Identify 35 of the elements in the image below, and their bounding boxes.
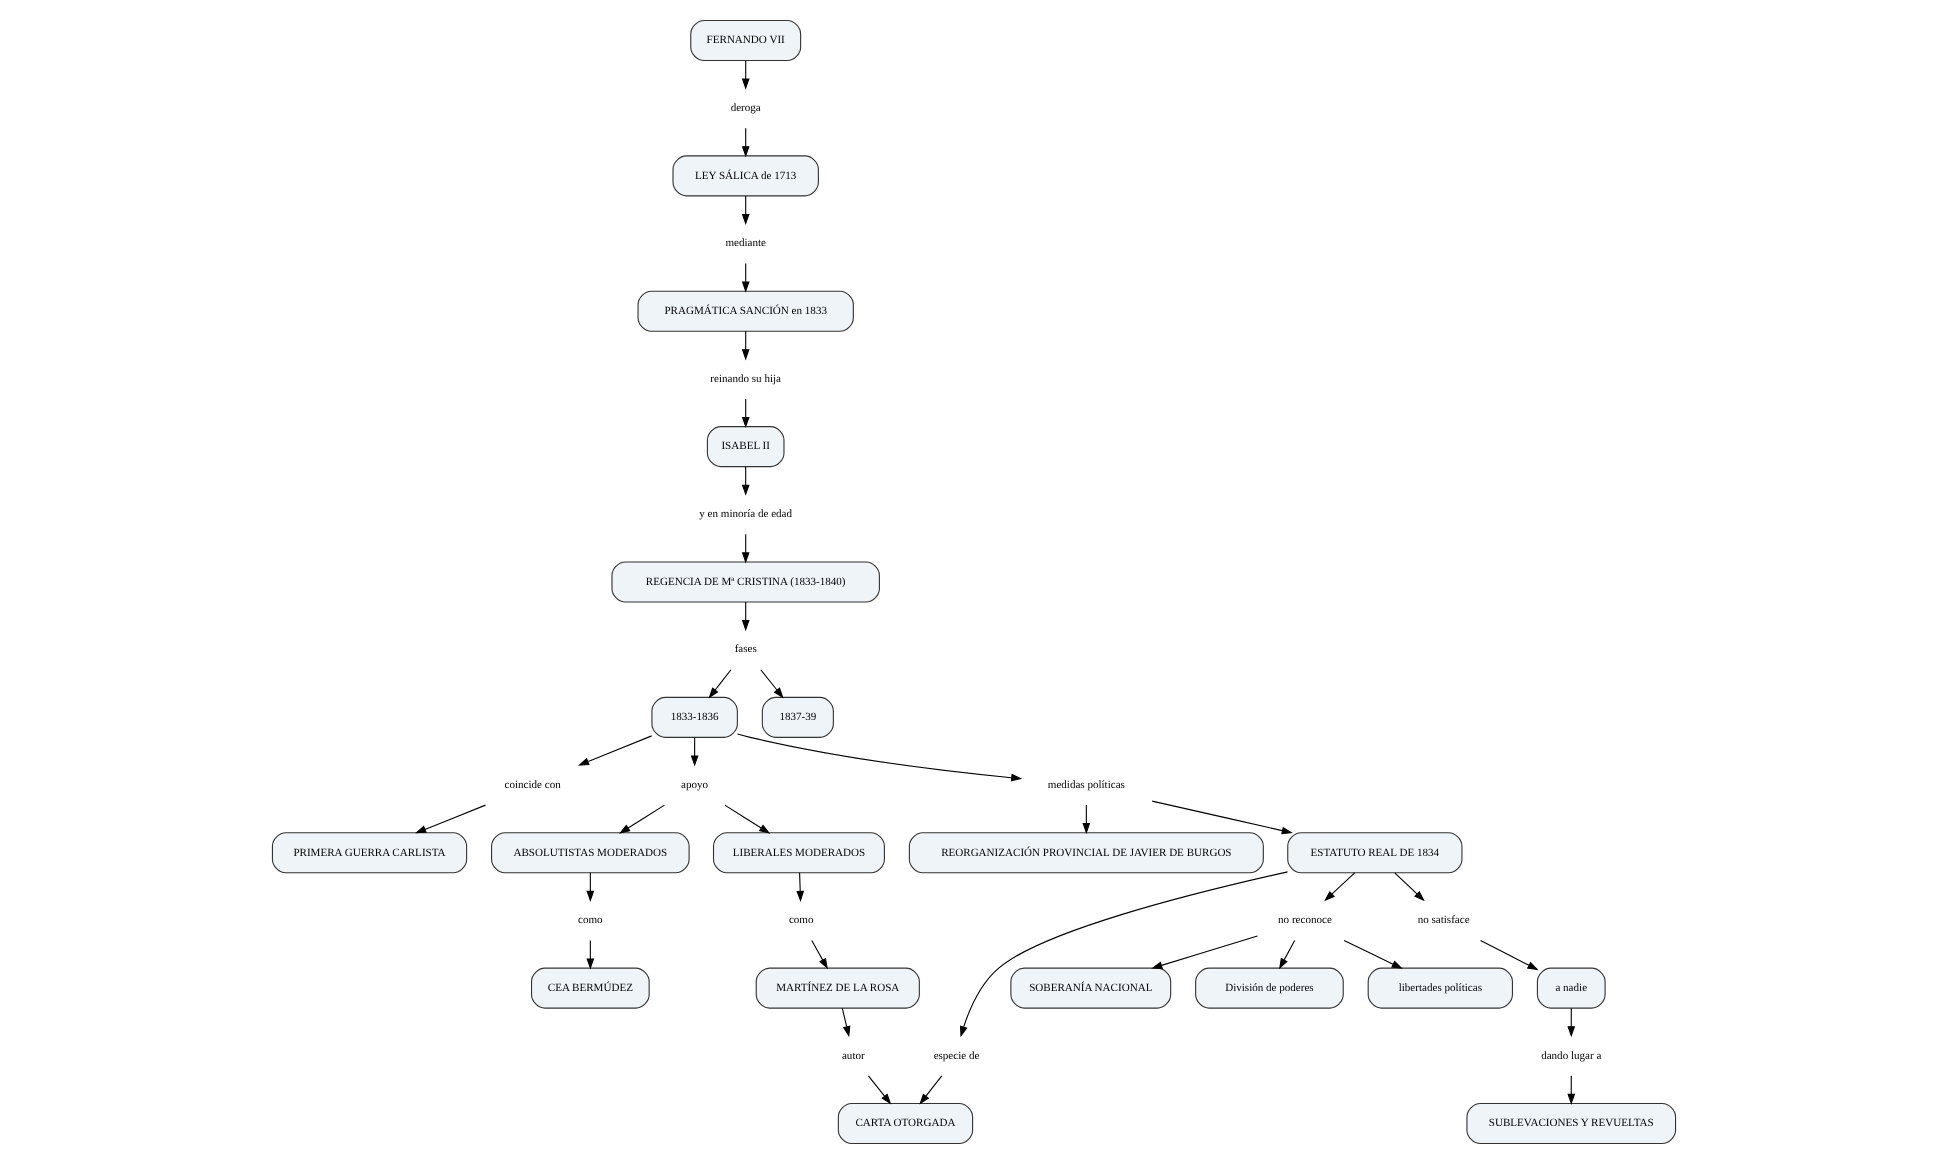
arrow [618, 804, 665, 834]
arrow [1150, 800, 1292, 835]
arrow [740, 195, 749, 226]
arrow [740, 263, 749, 293]
arrow [1081, 804, 1090, 835]
arrow [585, 939, 594, 970]
arrow [723, 804, 770, 834]
arrow [840, 1007, 850, 1038]
arrow [740, 601, 749, 632]
arrow [740, 533, 749, 564]
arrow [1323, 872, 1355, 902]
arrow [1150, 935, 1257, 969]
arrow [1566, 1075, 1575, 1105]
arrow [795, 872, 804, 902]
arrow [810, 939, 827, 970]
arrow [414, 804, 485, 834]
arrow [759, 669, 783, 699]
arrow [585, 872, 594, 902]
arrow [735, 733, 1022, 782]
arrow [1278, 939, 1295, 970]
arrow [1342, 939, 1402, 969]
arrow [1566, 1007, 1575, 1038]
arrow [689, 736, 698, 767]
arrow [1479, 939, 1538, 971]
arrow [740, 60, 749, 90]
arrow [577, 735, 652, 766]
arrow [866, 1075, 891, 1105]
arrow [740, 466, 749, 496]
arrow [959, 871, 1288, 1038]
arrow [918, 1075, 942, 1105]
arrow [740, 398, 749, 429]
arrow [740, 330, 749, 361]
arrow [740, 127, 749, 158]
arrow [1393, 872, 1424, 902]
arrow [707, 669, 731, 699]
